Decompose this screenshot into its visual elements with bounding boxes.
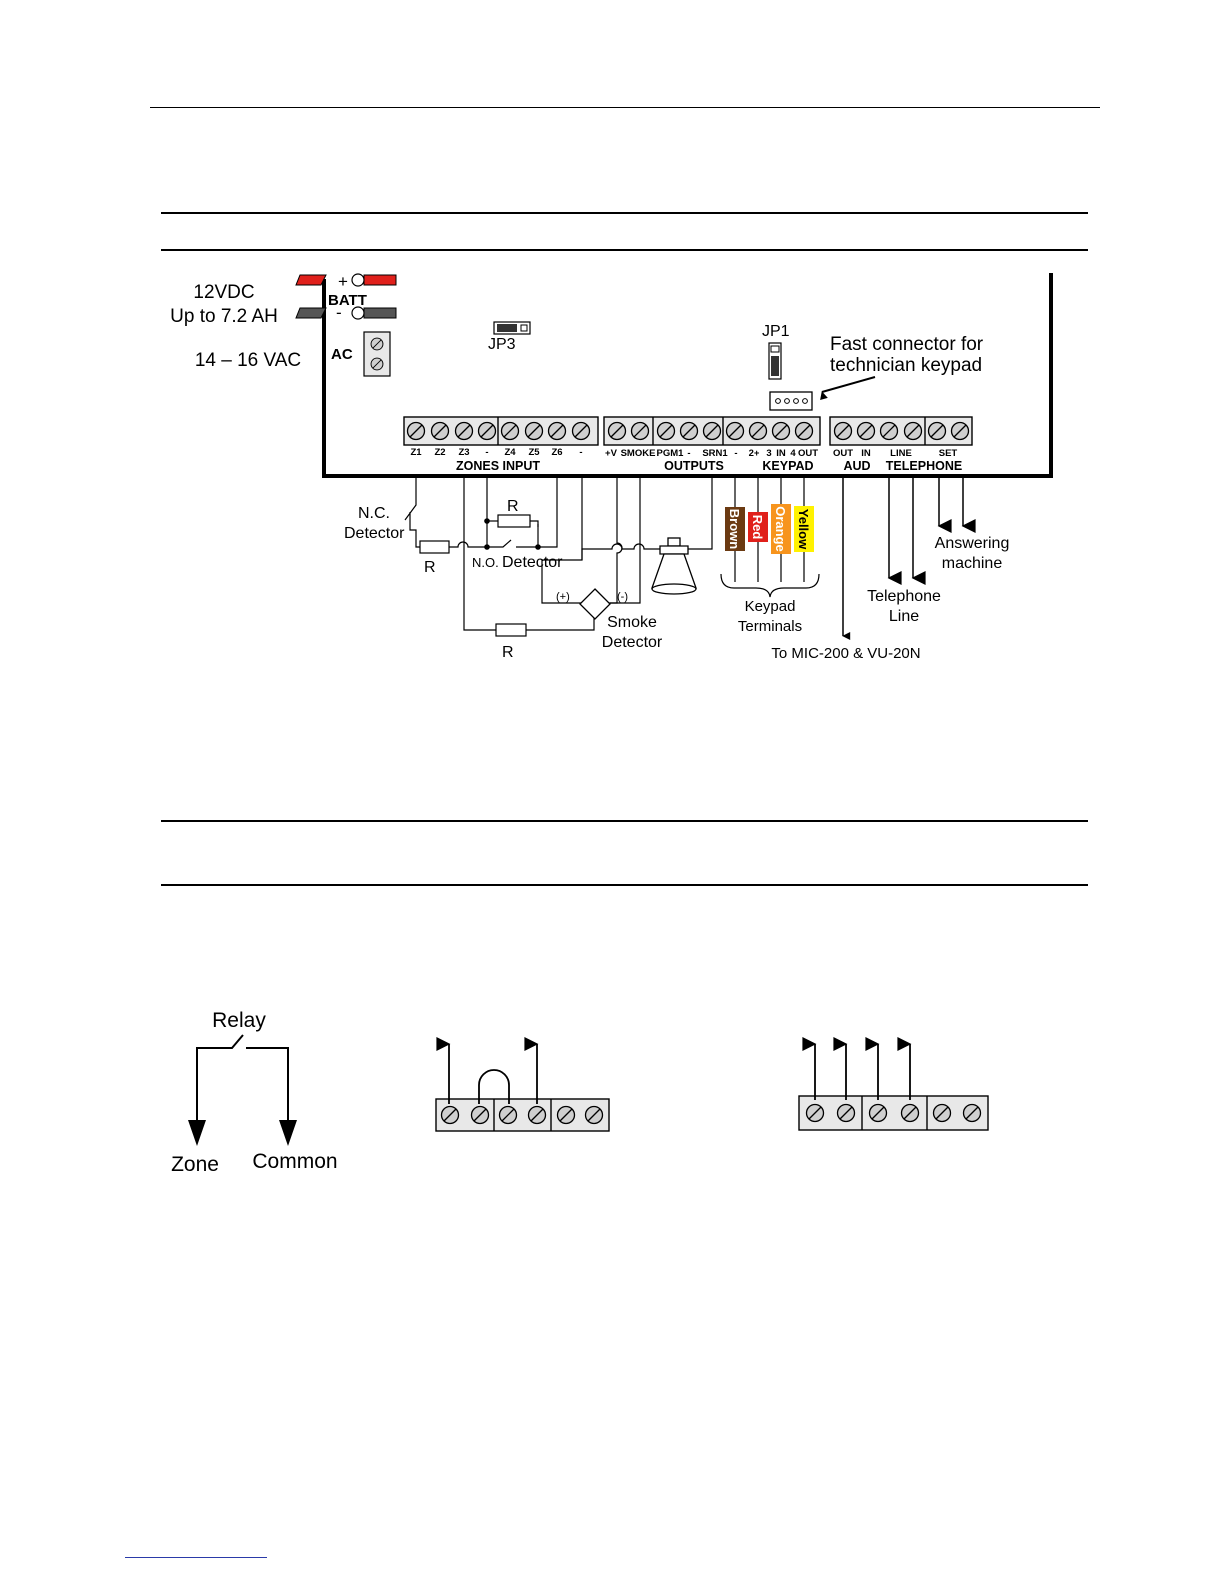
resistor-label: R bbox=[507, 498, 519, 515]
aud-label: AUD bbox=[843, 459, 870, 473]
no-detector-prefix: N.O. bbox=[472, 555, 499, 570]
terminal-labels: Z1 Z2 Z3 - Z4 Z5 Z6 - +V SMOKE PGM1 - SR… bbox=[410, 447, 957, 459]
page-header-rule bbox=[150, 107, 1100, 108]
to-mic-label: To MIC-200 & VU-20N bbox=[771, 645, 920, 662]
smoke-detector-symbol bbox=[579, 588, 611, 620]
jumper-terminal-block bbox=[435, 1098, 610, 1132]
battery-voltage-label: 12VDC bbox=[193, 282, 254, 303]
zone-terminal-label: - bbox=[579, 447, 582, 458]
telephone-arrows bbox=[842, 476, 976, 640]
zones-input-label: ZONES INPUT bbox=[456, 459, 540, 473]
jp3-jumper bbox=[493, 321, 531, 335]
keypad-terminal-label: OUT bbox=[798, 448, 818, 459]
no-detector-label: Detector bbox=[502, 554, 563, 571]
jp1-label: JP1 bbox=[762, 323, 790, 340]
output-terminal-label: PGM1 bbox=[657, 448, 685, 459]
keypad-terminal-label: 4 bbox=[790, 448, 796, 459]
zones-terminal-block bbox=[403, 416, 599, 446]
wire-tag-label: Brown bbox=[727, 509, 742, 550]
section-rule-1 bbox=[161, 212, 1088, 214]
zone-terminal-label: - bbox=[485, 447, 488, 458]
aud-terminal-label: OUT bbox=[833, 448, 853, 459]
jumper-wire bbox=[436, 1037, 539, 1104]
group-labels: ZONES INPUT OUTPUTS KEYPAD AUD TELEPHONE bbox=[456, 459, 962, 473]
four-wire-terminal-block bbox=[798, 1095, 989, 1131]
zone-terminal-label: Z1 bbox=[410, 447, 422, 458]
batt-minus-sign: - bbox=[336, 303, 342, 322]
battery-minus-lead bbox=[295, 306, 397, 320]
zone-terminal-label: Z2 bbox=[434, 447, 445, 458]
telephone-terminal-label: LINE bbox=[890, 448, 912, 459]
fast-connector-label-1: Fast connector for bbox=[830, 334, 984, 355]
output-terminal-label: +V bbox=[605, 448, 618, 459]
keypad-terminal-label: 2+ bbox=[749, 448, 760, 459]
wire-tag-label: Orange bbox=[773, 506, 788, 552]
wire-tag-red bbox=[748, 512, 768, 542]
answering-machine-label-2: machine bbox=[942, 555, 1003, 572]
zone-terminal-label: Z4 bbox=[504, 447, 516, 458]
zone-label: Zone bbox=[171, 1153, 219, 1176]
batt-label: BATT bbox=[328, 292, 367, 309]
outputs-keypad-terminal-block bbox=[603, 416, 821, 446]
nc-detector-label-2: Detector bbox=[344, 525, 405, 542]
output-terminal-label: SRN1 bbox=[702, 448, 728, 459]
wire-tag-label: Yellow bbox=[796, 509, 811, 550]
answering-machine-label-1: Answering bbox=[935, 535, 1010, 552]
jp3-label: JP3 bbox=[488, 336, 516, 353]
siren-icon bbox=[651, 537, 697, 595]
wire-tag-label: Red bbox=[750, 515, 765, 540]
telephone-line-label-2: Line bbox=[889, 608, 919, 625]
smoke-plus-label: (+) bbox=[556, 591, 570, 603]
keypad-terminals-label-2: Terminals bbox=[738, 618, 802, 635]
battery-capacity-label: Up to 7.2 AH bbox=[170, 306, 278, 327]
output-terminal-label: SMOKE bbox=[621, 448, 656, 459]
wire-tag-brown bbox=[725, 507, 745, 551]
keypad-wires bbox=[720, 476, 820, 598]
zone-wiring bbox=[404, 476, 713, 637]
common-label: Common bbox=[252, 1150, 337, 1173]
panel-outline bbox=[322, 273, 1053, 478]
resistor-label: R bbox=[424, 559, 436, 576]
section-rule-4 bbox=[161, 884, 1088, 886]
keypad-terminal-label: 3 bbox=[766, 448, 771, 459]
output-terminal-label: - bbox=[734, 448, 737, 459]
section-rule-3 bbox=[161, 820, 1088, 822]
battery-plus-lead bbox=[295, 273, 397, 287]
four-wire-arrows bbox=[802, 1037, 912, 1100]
output-terminal-label: - bbox=[687, 448, 690, 459]
nc-detector-label-1: N.C. bbox=[358, 505, 390, 522]
jp1-jumper bbox=[768, 342, 782, 380]
footer-link-underline bbox=[125, 1557, 267, 1558]
zone-terminal-label: Z3 bbox=[458, 447, 469, 458]
keypad-terminals-label-1: Keypad bbox=[745, 598, 796, 615]
telephone-label: TELEPHONE bbox=[886, 459, 962, 473]
ac-label: AC bbox=[331, 346, 353, 363]
resistor-label: R bbox=[502, 644, 514, 661]
zone-terminal-label: Z5 bbox=[528, 447, 540, 458]
outputs-label: OUTPUTS bbox=[664, 459, 724, 473]
wire-color-tags: Brown Red Orange Yellow bbox=[725, 504, 814, 554]
zone-terminal-label: Z6 bbox=[551, 447, 562, 458]
relay-wiring bbox=[188, 1034, 297, 1146]
wire-tag-orange bbox=[771, 504, 791, 554]
keypad-label: KEYPAD bbox=[762, 459, 813, 473]
relay-label: Relay bbox=[212, 1009, 266, 1032]
section-rule-2 bbox=[161, 249, 1088, 251]
keypad-terminal-label: IN bbox=[776, 448, 786, 459]
batt-plus-sign: + bbox=[338, 272, 348, 291]
aud-telephone-terminal-block bbox=[829, 416, 973, 446]
fast-connector-label-2: technician keypad bbox=[830, 355, 982, 376]
telephone-terminal-label: SET bbox=[939, 448, 958, 459]
aud-terminal-label: IN bbox=[861, 448, 871, 459]
smoke-detector-label-2: Detector bbox=[602, 634, 663, 651]
smoke-detector-label-1: Smoke bbox=[607, 614, 657, 631]
wire-tag-yellow bbox=[794, 506, 814, 552]
ac-voltage-label: 14 – 16 VAC bbox=[195, 350, 301, 371]
smoke-minus-label: (-) bbox=[617, 591, 628, 603]
telephone-line-label-1: Telephone bbox=[867, 588, 941, 605]
fast-connector bbox=[769, 391, 813, 411]
